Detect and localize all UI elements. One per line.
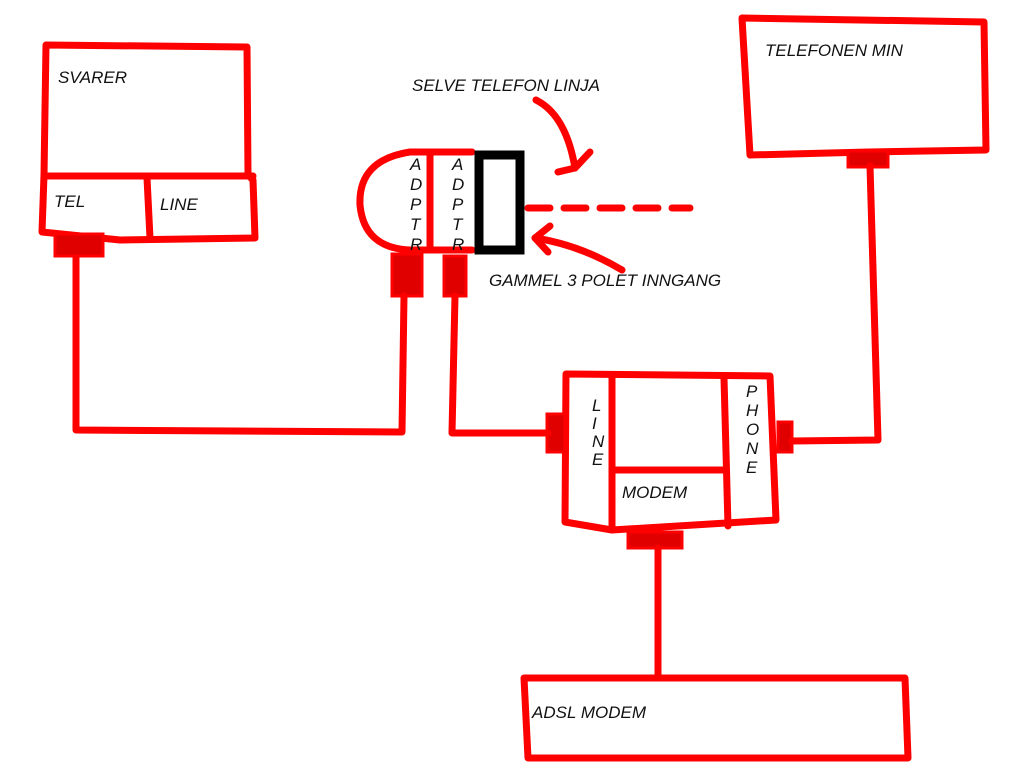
telefon-box: TELEFONEN MIN	[738, 14, 990, 169]
telefon-title: TELEFONEN MIN	[765, 41, 904, 60]
svarer-port-tel: TEL	[54, 192, 85, 211]
annotation-old-input: GAMMEL 3 POLET INNGANG	[489, 271, 721, 290]
annotation-telephone-line: SELVE TELEFON LINJA	[412, 76, 600, 95]
svg-text:O: O	[746, 420, 759, 439]
modem-bottom-jack	[626, 530, 684, 550]
svg-text:T: T	[452, 215, 464, 234]
svarer-port-line: LINE	[160, 195, 198, 214]
adapter-left-jack	[390, 252, 424, 298]
svg-text:R: R	[410, 235, 422, 254]
svarer-tel-jack	[53, 232, 105, 258]
svg-text:N: N	[746, 439, 759, 458]
svg-text:N: N	[592, 432, 605, 451]
modem-box: L I N E P H O N E MODEM	[545, 370, 794, 550]
svg-text:A: A	[451, 155, 463, 174]
modem-phone-jack	[776, 420, 794, 454]
svg-text:I: I	[592, 414, 597, 433]
arrow-to-input	[531, 222, 626, 274]
adapter-left-label: A D P T R	[409, 155, 422, 254]
svg-text:T: T	[410, 215, 422, 234]
adapter: A D P T R A D P T R	[356, 148, 525, 298]
svarer-box: SVARER TEL LINE	[38, 41, 259, 258]
svg-text:P: P	[410, 195, 422, 214]
svg-text:P: P	[746, 382, 758, 401]
arrow-to-line	[532, 96, 594, 176]
svg-text:E: E	[592, 450, 604, 469]
old-3pole-input-jack	[474, 150, 525, 255]
svarer-title: SVARER	[58, 68, 127, 87]
cable-svarer-to-adapter	[72, 254, 408, 436]
adsl-modem-box: ADSL MODEM	[520, 674, 912, 762]
svg-text:H: H	[746, 401, 759, 420]
svg-text:P: P	[452, 195, 464, 214]
adapter-right-label: A D P T R	[451, 155, 464, 254]
cable-modem-to-telefon	[788, 162, 882, 445]
svg-text:L: L	[592, 396, 601, 415]
adsl-title: ADSL MODEM	[531, 703, 647, 722]
svg-text:A: A	[409, 155, 421, 174]
svg-text:D: D	[452, 175, 464, 194]
cable-adapter-to-modem	[448, 292, 552, 437]
svg-text:D: D	[410, 175, 422, 194]
svg-text:E: E	[746, 458, 758, 477]
adapter-right-jack	[442, 254, 468, 298]
svg-text:R: R	[452, 235, 464, 254]
modem-phone-label: P H O N E	[746, 382, 759, 477]
modem-title: MODEM	[622, 483, 688, 502]
modem-line-label: L I N E	[592, 396, 605, 469]
